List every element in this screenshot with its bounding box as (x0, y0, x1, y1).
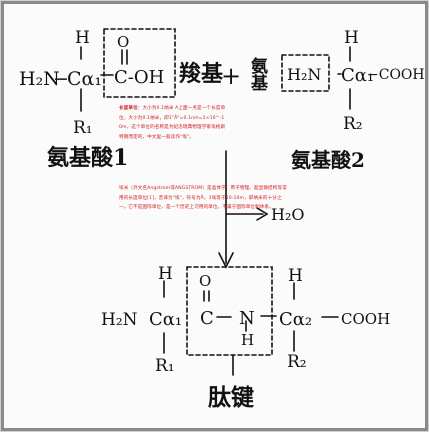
water-arrow-head (256, 207, 269, 221)
r1-bottom: R₁ (155, 356, 175, 376)
h-top-right: H (344, 28, 359, 48)
peptide-bond-box (186, 266, 273, 356)
carboxyl-group-box (103, 28, 176, 98)
c-bottom: C (200, 308, 214, 329)
h2n-bottom: H₂N (101, 310, 138, 330)
r2-top-right: R₂ (343, 114, 363, 134)
amino-group-box (281, 54, 330, 92)
h2n-top-left: H₂N (19, 68, 60, 90)
r2-bottom: R₂ (287, 352, 307, 372)
r1-top-left: R₁ (73, 118, 93, 138)
angstrom-note-1-title: 长度单位 (119, 106, 138, 111)
peptide-bond-label: 肽键 (208, 384, 254, 411)
plus-sign: + (221, 62, 241, 90)
cooh-bottom: COOH (341, 310, 390, 328)
h-bottom-2: H (288, 266, 303, 286)
ca2-bottom: Cα₂ (279, 309, 312, 330)
carboxyl-label: 羧基 (179, 61, 224, 87)
amino-acid-1-name: 氨基酸1 (47, 145, 128, 171)
ca-top-right: Cα₁ (341, 65, 374, 86)
amino-label: 氨基 (247, 56, 269, 91)
cooh-top-right: −COOH (367, 67, 425, 83)
dash-top-left: − (53, 68, 69, 90)
amino-acid-2-name: 氨基酸2 (291, 148, 365, 172)
angstrom-note-2: 埃米（外文名Angstrom或ANGSTROM）是晶体学、原子物理、超显微结构等… (119, 186, 287, 211)
h-on-n-bottom: H (241, 331, 254, 349)
c-oh-top-left: C-OH (114, 67, 164, 88)
angstrom-note-1: 长度单位：大小为0.1纳米 A上面一点是一个长度单位，大小为0.1纳米，即1"Å… (119, 104, 227, 152)
water-label: H₂O (271, 205, 304, 224)
ca1-bottom: Cα₁ (149, 309, 182, 330)
o-top-left: O (117, 33, 129, 51)
h-bottom-1: H (158, 264, 173, 284)
n-bottom: N (239, 308, 255, 329)
h-top-left: H (75, 28, 90, 48)
o-bottom: O (199, 272, 211, 290)
angstrom-note-1-text: ：大小为0.1纳米 A上面一点是一个长度单位，大小为0.1纳米，即1"Å"=0.… (119, 106, 226, 140)
h2n-top-right: H₂N (287, 65, 321, 84)
ca1-top-left: Cα₁ (67, 68, 102, 90)
